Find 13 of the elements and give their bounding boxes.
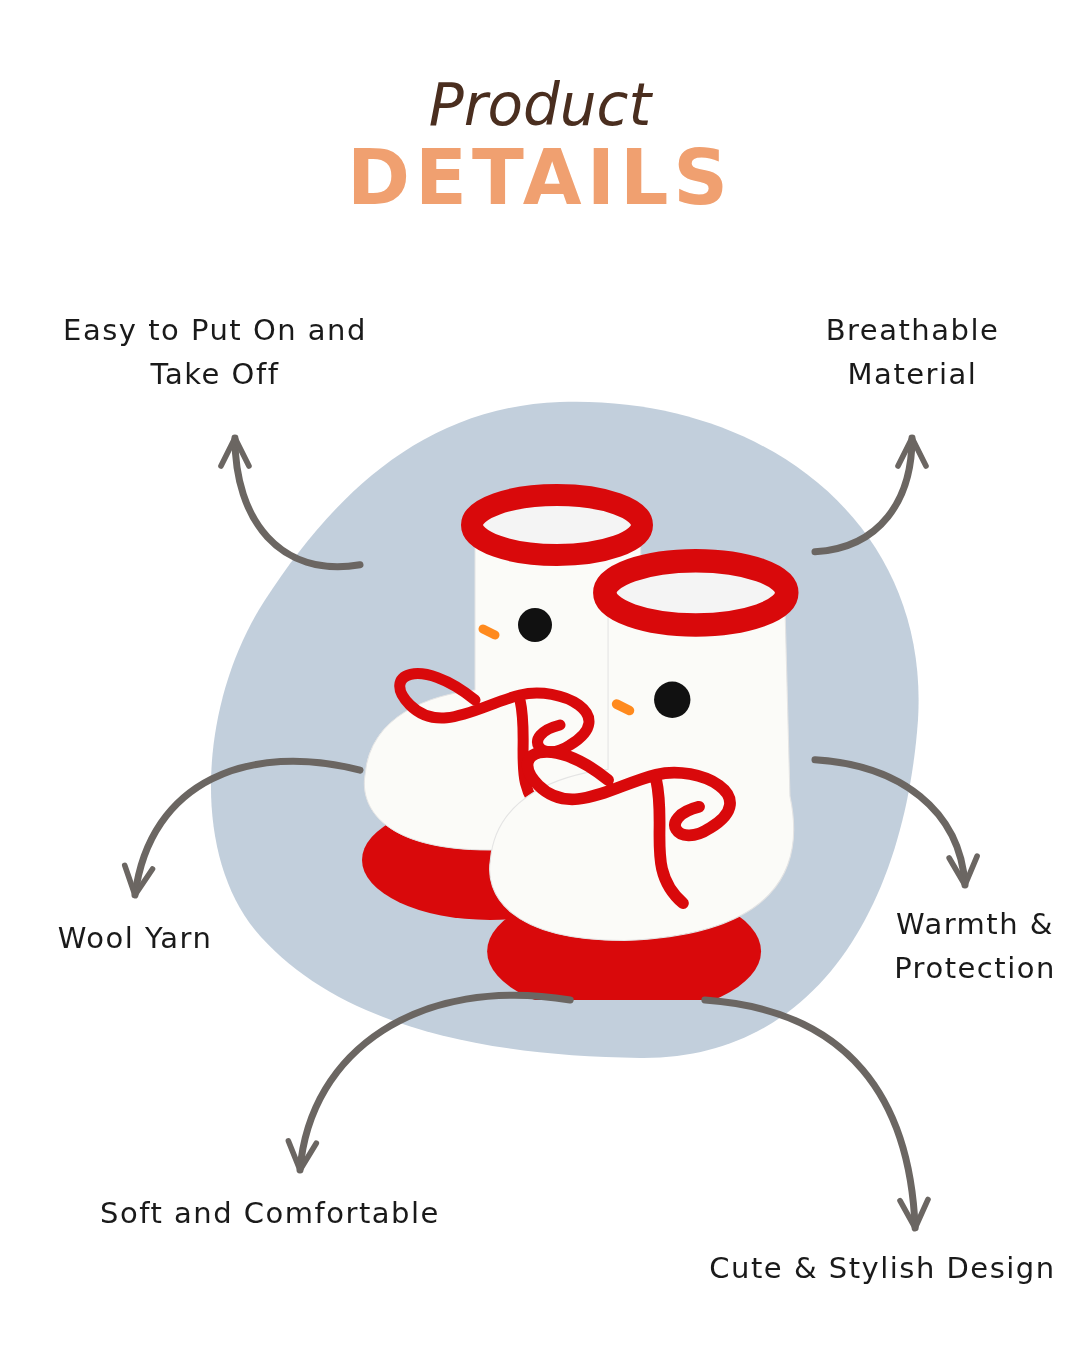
curved-arrow: [701, 996, 930, 1232]
curved-arrow: [287, 992, 574, 1174]
feature-label: Wool Yarn: [57, 920, 213, 957]
page-title: Product DETAILS: [345, 72, 735, 218]
feature-label: Easy to Put On and Take Off: [62, 312, 368, 393]
curved-arrow: [811, 434, 928, 556]
feature-label: Warmth & Protection: [893, 906, 1057, 987]
feature-label: Breathable Material: [824, 312, 1001, 393]
curved-arrow: [811, 756, 979, 889]
feature-label: Cute & Stylish Design: [709, 1250, 1056, 1287]
feature-label: Soft and Comfortable: [100, 1195, 440, 1232]
curved-arrow: [219, 434, 364, 571]
curved-arrow: [124, 758, 364, 899]
